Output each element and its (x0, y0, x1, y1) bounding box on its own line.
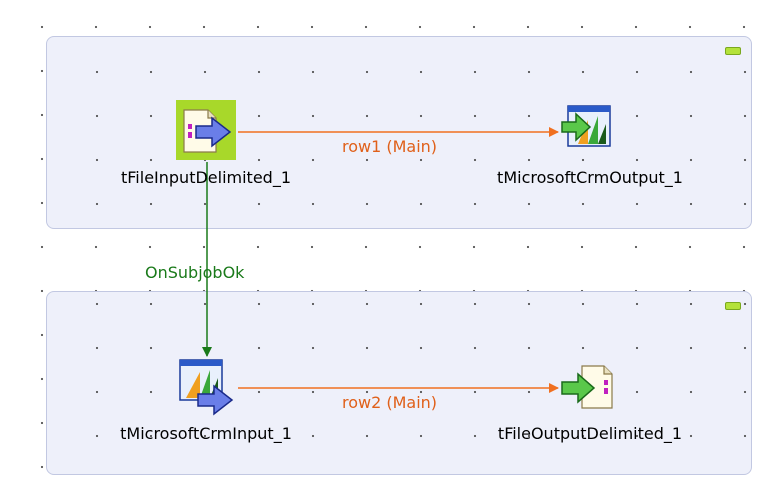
row1-link-label[interactable]: row1 (Main) (342, 137, 438, 156)
component-tfileoutputdelimited-1[interactable] (560, 356, 620, 416)
onsubjobok-link-label[interactable]: OnSubjobOk (145, 263, 245, 282)
component-label: tMicrosoftCrmOutput_1 (497, 168, 683, 187)
row2-link-label[interactable]: row2 (Main) (342, 393, 438, 412)
file-input-delimited-icon (176, 100, 236, 160)
subjob-2[interactable] (46, 291, 752, 475)
component-label: tFileOutputDelimited_1 (497, 424, 683, 443)
component-tmicrosoftcrminput-1[interactable] (176, 356, 236, 416)
component-tmicrosoftcrmoutput-1[interactable] (560, 100, 620, 160)
file-output-delimited-icon (561, 365, 613, 409)
component-label: tMicrosoftCrmInput_1 (120, 424, 292, 443)
component-label: tFileInputDelimited_1 (120, 168, 292, 187)
microsoft-crm-output-icon (561, 105, 611, 147)
component-tfileinputdelimited-1[interactable] (176, 100, 236, 160)
microsoft-crm-input-icon (179, 359, 234, 416)
collapse-subjob-button[interactable] (725, 302, 741, 310)
collapse-subjob-button[interactable] (725, 47, 741, 55)
